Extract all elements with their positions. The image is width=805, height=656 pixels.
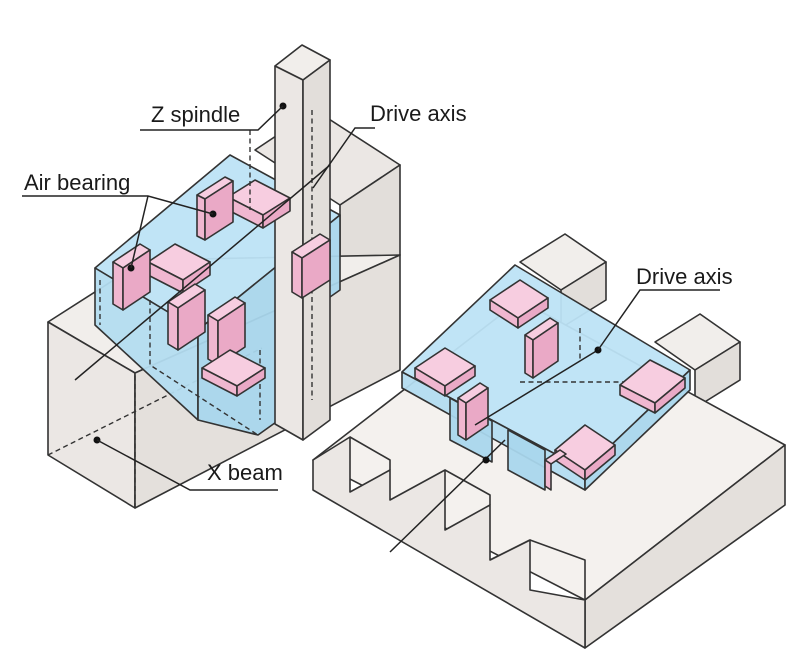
air-bearing-leader-b — [130, 195, 149, 269]
left-air-bearing-pads — [112, 176, 331, 397]
right-air-bearing-pads — [414, 279, 686, 491]
drive-axis-right-leader — [597, 289, 720, 351]
air-bearing-label: Air bearing — [24, 170, 130, 195]
drive-axis-right-label: Drive axis — [636, 264, 733, 289]
right-drive-axis-line-mid — [474, 349, 599, 426]
right-assembly: Drive axis — [312, 233, 786, 649]
left-assembly: Z spindle Drive axis Air bearing X beam — [22, 44, 467, 509]
drive-axis-left-label: Drive axis — [370, 101, 467, 126]
x-beam-label: X beam — [207, 460, 283, 485]
drive-axis-left-leader — [312, 127, 375, 189]
x-beam-leader — [96, 439, 278, 491]
left-drive-axis-line — [74, 164, 331, 381]
right-axis-dot-front — [482, 456, 490, 464]
z-spindle-label: Z spindle — [151, 102, 240, 127]
z-spindle-leader — [140, 105, 284, 131]
